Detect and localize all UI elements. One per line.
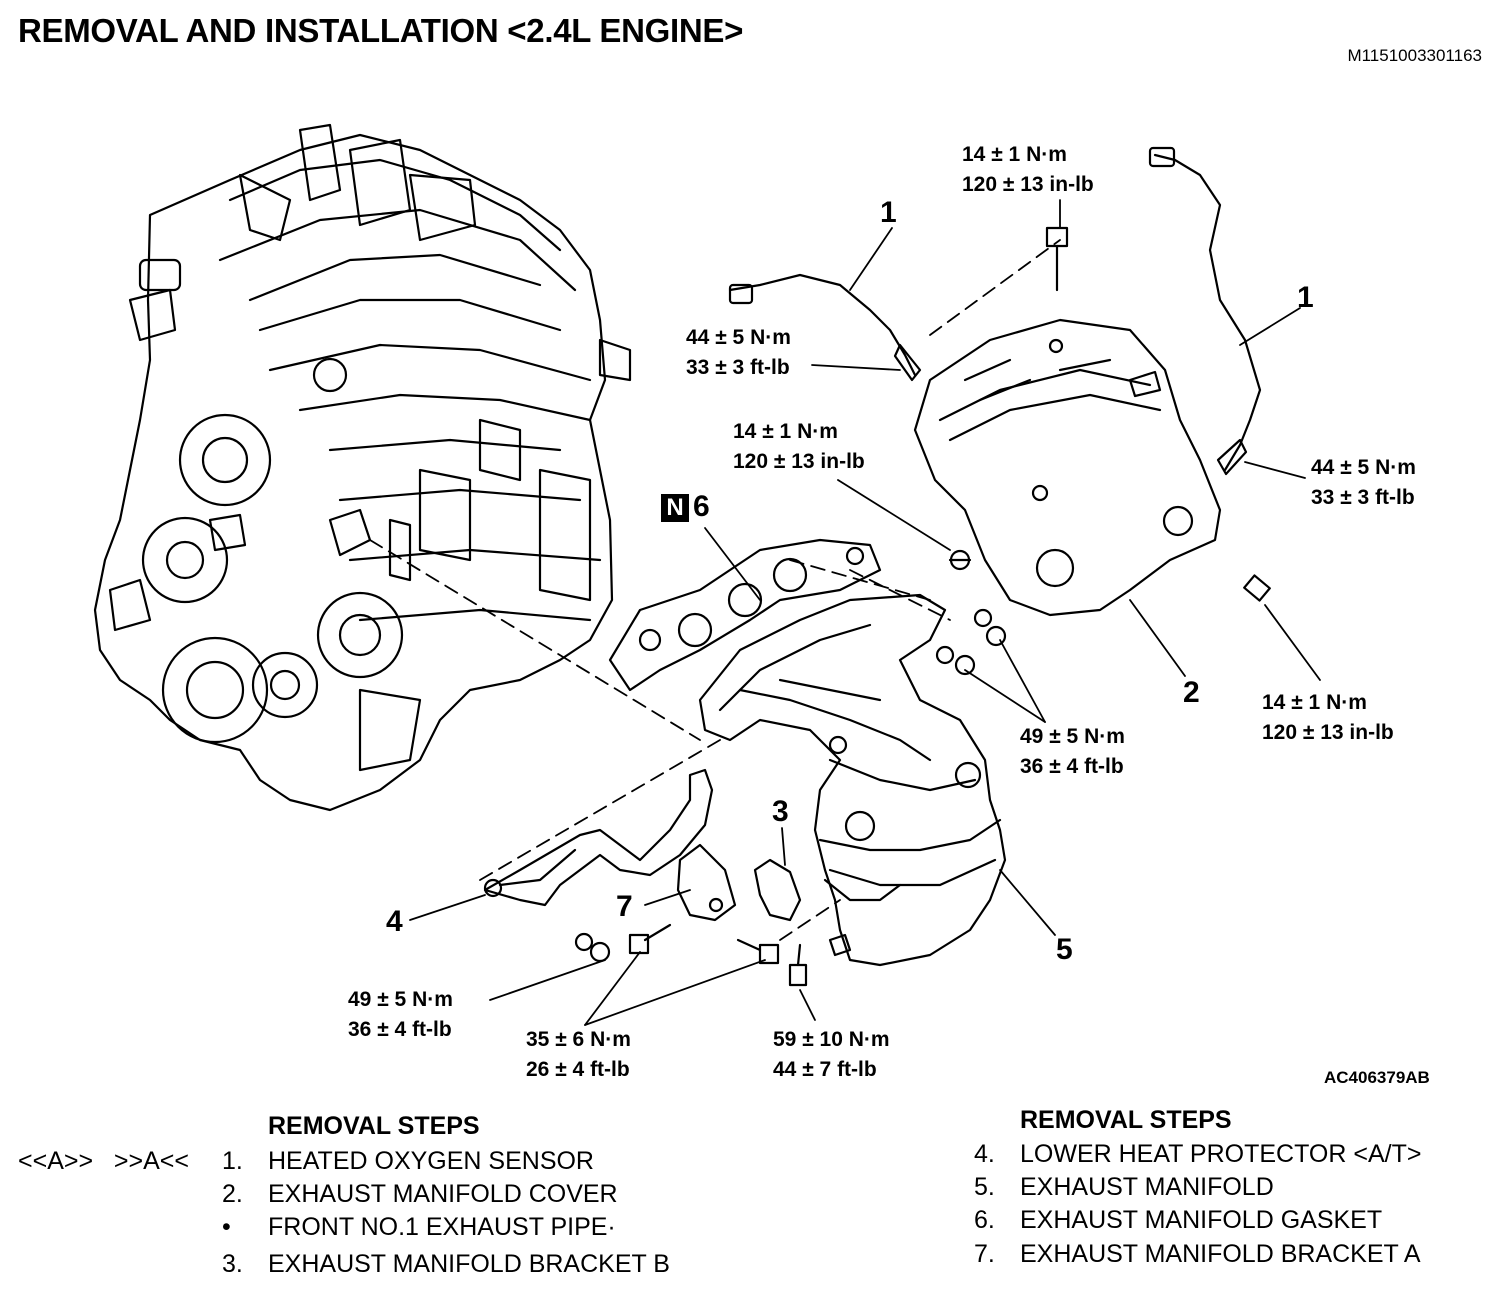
callout-4: 4 xyxy=(386,905,403,938)
callout-2: 2 xyxy=(1183,676,1200,709)
step-item: 1.HEATED OXYGEN SENSOR xyxy=(222,1147,594,1175)
heat-protector-drawing xyxy=(483,768,714,907)
exhaust-manifold-diagram xyxy=(93,123,1321,1026)
callout-1-left: 1 xyxy=(880,196,897,229)
callout-1-right: 1 xyxy=(1297,281,1314,314)
engine-drawing xyxy=(93,123,632,812)
step-item: 3.EXHAUST MANIFOLD BRACKET B xyxy=(222,1250,670,1278)
bracket-b-drawing xyxy=(753,858,802,922)
callout-7: 7 xyxy=(616,890,633,923)
callout-3: 3 xyxy=(772,795,789,828)
callout-6: 6 xyxy=(693,490,710,523)
page-title: REMOVAL AND INSTALLATION <2.4L ENGINE> xyxy=(18,12,744,49)
step-item: 2.EXHAUST MANIFOLD COVER xyxy=(222,1180,618,1208)
callout-5: 5 xyxy=(1056,933,1073,966)
document-code: M1151003301163 xyxy=(1347,46,1482,65)
step-item: 7.EXHAUST MANIFOLD BRACKET A xyxy=(974,1240,1421,1268)
service-marks: <<A>> >>A<< xyxy=(18,1147,189,1175)
bracket-a-drawing xyxy=(676,843,737,922)
figure-code: AC406379AB xyxy=(1324,1068,1430,1087)
step-item: 6.EXHAUST MANIFOLD GASKET xyxy=(974,1206,1383,1234)
manifold-drawing xyxy=(698,593,1007,967)
steps-right-title: REMOVAL STEPS xyxy=(1020,1106,1232,1134)
manifold-cover-drawing xyxy=(913,318,1222,617)
step-item: •FRONT NO.1 EXHAUST PIPE· xyxy=(222,1213,616,1241)
gasket-drawing xyxy=(608,538,882,692)
steps-left-title: REMOVAL STEPS xyxy=(268,1112,480,1140)
new-part-mark: N xyxy=(661,494,689,522)
step-item: 4.LOWER HEAT PROTECTOR <A/T> xyxy=(974,1140,1422,1168)
step-item: 5.EXHAUST MANIFOLD xyxy=(974,1173,1274,1201)
